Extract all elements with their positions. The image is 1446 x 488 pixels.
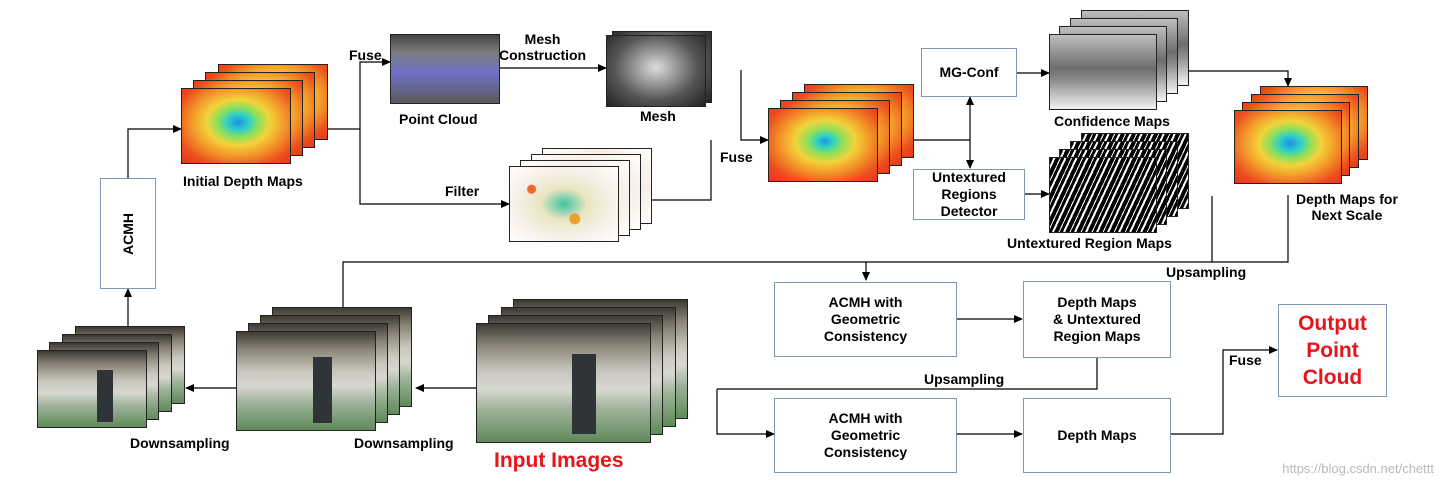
depth-maps-box: Depth Maps xyxy=(1023,398,1171,473)
arrow-conf-to-next xyxy=(1188,70,1292,87)
untextured-detector-label: Untextured Regions Detector xyxy=(932,169,1006,219)
mesh-stack xyxy=(606,31,712,107)
next-scale-depth-stack xyxy=(1234,86,1370,184)
acmh-geometric-upper-label: ACMH with Geometric Consistency xyxy=(823,294,908,344)
initial-depth-maps-label: Initial Depth Maps xyxy=(183,173,303,189)
untextured-detector-box: Untextured Regions Detector xyxy=(913,169,1025,220)
mesh-label: Mesh xyxy=(640,108,676,124)
arrow-to-point-cloud xyxy=(359,58,391,129)
watermark: https://blog.csdn.net/chettt xyxy=(1282,461,1434,476)
mg-conf-label: MG-Conf xyxy=(939,64,999,80)
point-cloud-label: Point Cloud xyxy=(399,111,478,127)
depth-maps-label: Depth Maps xyxy=(1057,427,1137,443)
arrow-mesh-to-fused xyxy=(740,70,769,144)
initial-depth-maps-stack xyxy=(181,64,331,168)
mg-conf-box: MG-Conf xyxy=(921,48,1017,97)
filter-label: Filter xyxy=(445,183,480,199)
input-images-label: Input Images xyxy=(494,449,624,472)
fuse-output-label: Fuse xyxy=(1229,352,1262,368)
depth-untextured-label: Depth Maps & Untextured Region Maps xyxy=(1053,294,1141,344)
arrow-filtered-to-fused xyxy=(650,140,712,201)
line-upsampling-2 xyxy=(717,358,1098,390)
arrow-depth-to-output xyxy=(1170,346,1278,435)
arrow-to-filter xyxy=(359,129,510,208)
downsampled-images-medium xyxy=(236,307,416,433)
acmh-geometric-upper-box: ACMH with Geometric Consistency xyxy=(774,282,957,357)
filtered-depth-stack xyxy=(509,148,652,242)
untextured-region-maps-label: Untextured Region Maps xyxy=(1007,235,1172,251)
acmh-label: ACMH xyxy=(120,212,136,255)
upsampling-label-1: Upsampling xyxy=(1166,264,1247,280)
confidence-maps-label: Confidence Maps xyxy=(1054,113,1170,129)
arrow-acmh-to-depth xyxy=(127,125,182,178)
downsampling-label-2: Downsampling xyxy=(354,435,454,451)
line-next-to-upsampling xyxy=(342,195,1289,308)
point-cloud-image xyxy=(390,34,500,104)
depth-untextured-box: Depth Maps & Untextured Region Maps xyxy=(1023,281,1171,358)
acmh-geometric-lower-label: ACMH with Geometric Consistency xyxy=(823,410,908,460)
output-point-cloud-box: Output Point Cloud xyxy=(1278,304,1387,397)
fused-depth-stack xyxy=(768,84,914,184)
mesh-construction-label: Mesh Construction xyxy=(499,31,587,63)
arrow-input-to-acmh-lower xyxy=(716,389,775,438)
next-scale-label: Depth Maps for Next Scale xyxy=(1296,191,1398,223)
fuse-label-mid: Fuse xyxy=(720,149,753,165)
downsampling-label-1: Downsampling xyxy=(130,435,230,451)
fuse-label-top: Fuse xyxy=(349,47,382,63)
confidence-maps-stack xyxy=(1049,10,1191,110)
input-images-stack xyxy=(476,299,690,445)
upsampling-label-2: Upsampling xyxy=(924,371,1005,387)
acmh-box: ACMH xyxy=(100,178,156,289)
acmh-geometric-lower-box: ACMH with Geometric Consistency xyxy=(774,398,957,473)
output-point-cloud-label: Output Point Cloud xyxy=(1298,312,1367,389)
untextured-region-maps-stack xyxy=(1049,133,1191,233)
downsampled-images-small xyxy=(37,326,187,430)
